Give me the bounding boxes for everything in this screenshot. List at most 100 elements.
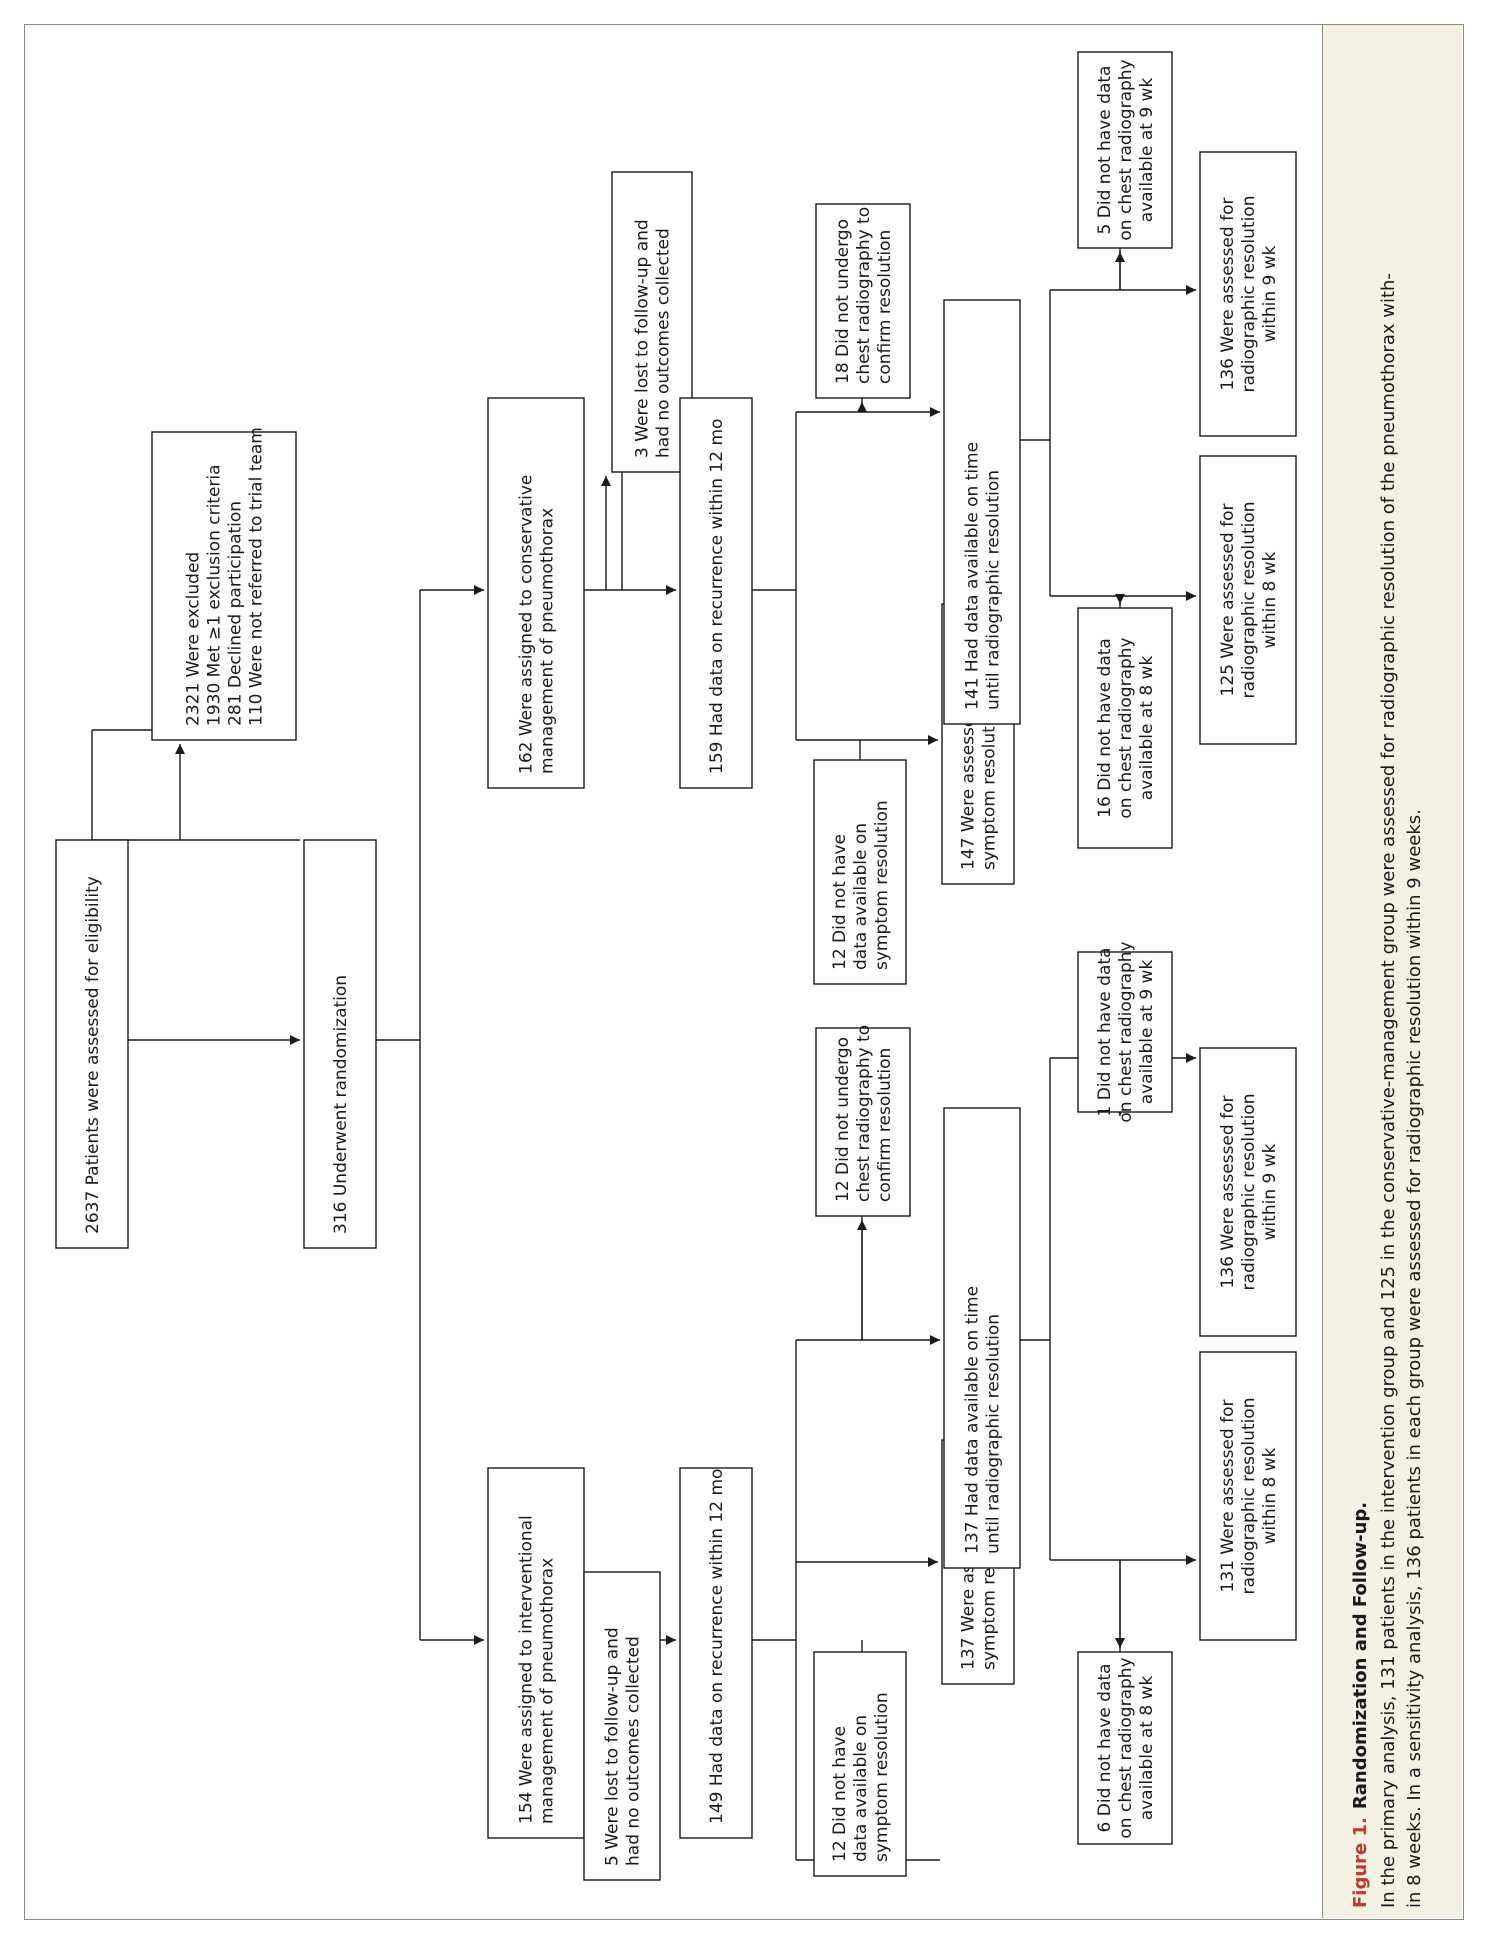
box-con-lost-line: 3 Were lost to follow-up and	[633, 219, 653, 458]
box-con-9wk-line: within 9 wk	[1260, 245, 1280, 342]
arrow-head	[474, 1635, 484, 1645]
arrow-head	[666, 585, 676, 595]
box-con-9wk-line: radiographic resolution	[1239, 196, 1259, 393]
box-int-9wk-line: 136 Were assessed for	[1218, 1096, 1238, 1289]
box-con-assigned-border	[487, 397, 585, 789]
arrow-head	[1186, 1555, 1196, 1565]
arrow-head	[474, 585, 484, 595]
box-con-no-radiography-line: confirm resolution	[875, 230, 895, 384]
box-con-time-line: until radiographic resolution	[984, 470, 1004, 710]
caption-band	[1322, 25, 1462, 1918]
box-int-assigned-border	[487, 1467, 585, 1839]
box-int-9wk-line: within 9 wk	[1260, 1143, 1280, 1240]
arrow-head	[928, 1557, 938, 1567]
box-int-recurrence-line: 149 Had data on recurrence within 12 mo	[707, 1469, 727, 1824]
box-con-8wk-line: 125 Were assessed for	[1218, 504, 1238, 697]
box-int-9wk-border	[1199, 1047, 1297, 1337]
box-int-no-9wk-line: on chest radiography	[1116, 941, 1136, 1122]
box-int-no-radiography-border	[815, 1027, 911, 1217]
box-int-no-8wk-line: on chest radiography	[1116, 1657, 1136, 1838]
box-int-8wk-border	[1199, 1351, 1297, 1641]
box-con-time-border	[943, 299, 1021, 725]
arrow-head	[1186, 285, 1196, 295]
box-int-lost-border	[583, 1571, 661, 1881]
arrow-head	[930, 407, 940, 417]
flow-boxes: 2637 Patients were assessed for eligibil…	[55, 51, 1297, 1881]
box-randomized-border	[303, 839, 377, 1249]
box-con-no-9wk-border	[1077, 51, 1173, 249]
arrow-head	[1115, 1638, 1125, 1648]
box-int-time-line: until radiographic resolution	[984, 1314, 1004, 1554]
arrow-head	[930, 1335, 940, 1345]
box-con-no-9wk-line: on chest radiography	[1116, 59, 1136, 240]
caption-line-1: In the primary analysis, 131 patients in…	[1378, 273, 1399, 1908]
box-con-no-9wk-line: available at 9 wk	[1137, 78, 1157, 223]
box-con-8wk-line: within 8 wk	[1260, 551, 1280, 648]
arrow-head	[601, 476, 611, 486]
arrow-head	[857, 1220, 867, 1230]
box-int-assigned-line: management of pneumothorax	[538, 1558, 558, 1824]
arrow-head	[857, 402, 867, 412]
box-int-no-8wk-line: 6 Did not have data	[1095, 1664, 1115, 1833]
box-excluded-border	[151, 431, 297, 741]
box-con-time-line: 141 Had data available on time	[963, 442, 983, 710]
box-randomized: 316 Underwent randomization	[303, 839, 377, 1249]
box-con-no-8wk-border	[1077, 607, 1173, 849]
box-con-no-radiography-line: chest radiography to	[854, 207, 874, 384]
box-int-no-symptom-line: 12 Did not have	[830, 1726, 850, 1862]
box-con-no-symptom-line: symptom resolution	[872, 800, 892, 970]
box-int-no-radiography-line: 12 Did not undergo	[833, 1037, 853, 1202]
figure-caption: Figure 1.Randomization and Follow-up. In…	[1350, 273, 1425, 1908]
arrow-head	[1115, 252, 1125, 262]
box-con-8wk-line: radiographic resolution	[1239, 502, 1259, 699]
box-con-9wk-border	[1199, 151, 1297, 437]
box-int-no-symptom-border	[813, 1651, 907, 1877]
box-randomized-line: 316 Underwent randomization	[331, 975, 351, 1234]
arrow-head	[1186, 591, 1196, 601]
box-int-no-radiography-line: confirm resolution	[875, 1048, 895, 1202]
box-con-lost-border	[611, 171, 693, 473]
box-excluded-line: 281 Declined participation	[226, 501, 246, 726]
box-con-no-symptom-line: data available on	[851, 823, 871, 970]
box-con-lost-line: had no outcomes collected	[654, 228, 674, 458]
arrow-head	[1115, 594, 1125, 604]
box-int-lost-line: had no outcomes collected	[624, 1636, 644, 1866]
box-excluded-line: 110 Were not referred to trial team	[247, 427, 267, 726]
box-int-lost-line: 5 Were lost to follow-up and	[603, 1627, 623, 1866]
box-int-no-8wk-line: available at 8 wk	[1137, 1676, 1157, 1821]
arrow-head	[290, 1035, 300, 1045]
box-con-no-8wk-line: 16 Did not have data	[1095, 638, 1115, 818]
box-int-no-symptom-line: data available on	[851, 1715, 871, 1862]
box-int-no-9wk-line: available at 9 wk	[1137, 960, 1157, 1105]
arrow-head	[666, 1635, 676, 1645]
box-excluded-line: 1930 Met ≥1 exclusion criteria	[205, 464, 225, 726]
box-con-no-8wk-line: available at 8 wk	[1137, 656, 1157, 801]
caption-title: Figure 1.Randomization and Follow-up.	[1350, 1502, 1371, 1908]
box-int-time-border	[943, 1107, 1021, 1569]
box-con-recurrence-border	[679, 397, 753, 789]
box-con-no-8wk-line: on chest radiography	[1116, 637, 1136, 818]
box-excluded-line: 2321 Were excluded	[184, 552, 204, 726]
box-int-8wk-line: radiographic resolution	[1239, 1398, 1259, 1595]
box-assessed-border	[55, 839, 129, 1249]
box-int-no-symptom-line: symptom resolution	[872, 1692, 892, 1862]
box-int-no-9wk-line: 1 Did not have data	[1095, 948, 1115, 1117]
box-int-no-radiography-line: chest radiography to	[854, 1025, 874, 1202]
arrow-head	[175, 744, 185, 754]
